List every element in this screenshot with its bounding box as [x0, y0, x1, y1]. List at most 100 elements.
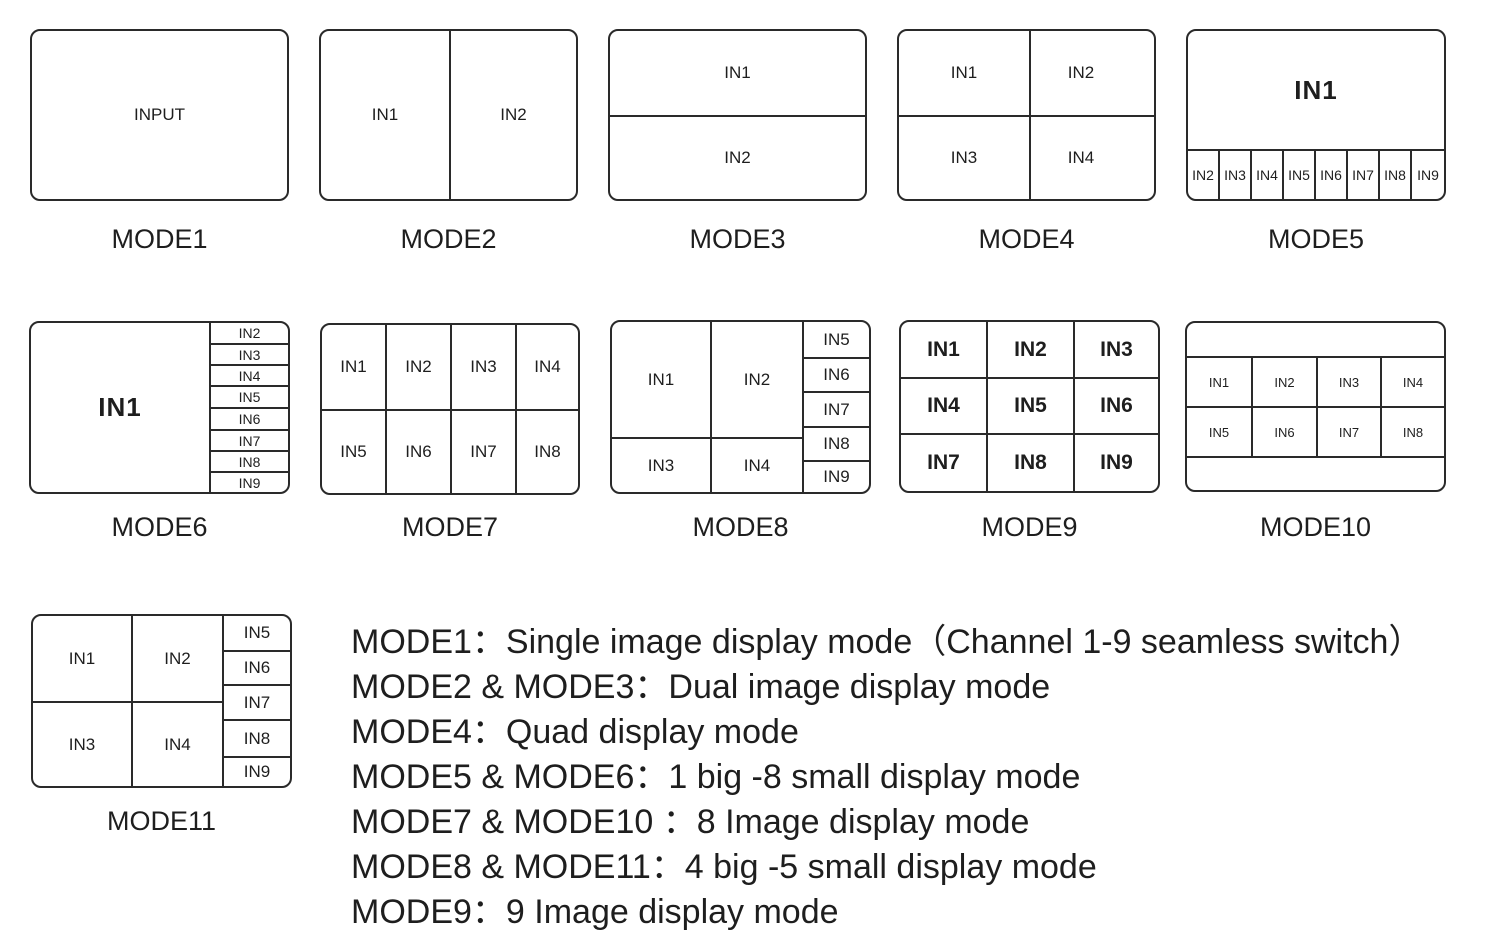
divider	[1251, 356, 1253, 458]
divider	[802, 322, 804, 492]
divider	[610, 115, 865, 117]
mode4-caption: MODE4	[978, 224, 1075, 254]
divider	[710, 322, 712, 492]
mode2-screen: IN1 IN2	[319, 29, 578, 201]
cell-in2: IN2	[743, 369, 771, 389]
cell-in1: IN1	[1208, 374, 1230, 390]
divider	[222, 650, 290, 652]
divider	[222, 684, 290, 686]
cell-in1: IN1	[647, 369, 675, 389]
cell-in7: IN7	[243, 692, 271, 712]
mode2-caption: MODE2	[400, 224, 497, 254]
cell-in4: IN4	[1067, 148, 1095, 167]
cell-in2: IN2	[405, 357, 432, 376]
cell-in9: IN9	[823, 467, 850, 486]
cell-in1: IN1	[371, 105, 399, 124]
mode11-caption: MODE11	[106, 806, 217, 836]
mode10-caption: MODE10	[1259, 512, 1372, 542]
divider	[449, 31, 451, 199]
mode1-caption: MODE1	[111, 224, 208, 254]
cell-in4: IN4	[238, 367, 261, 384]
cell-in9: IN9	[1100, 451, 1133, 474]
mode3-screen: IN1 IN2	[608, 29, 867, 201]
cell-in5: IN5	[238, 389, 261, 405]
divider	[802, 426, 869, 428]
divider	[802, 460, 869, 462]
divider	[222, 719, 290, 721]
cell-in2: IN2	[1067, 63, 1095, 82]
cell-in3: IN3	[68, 734, 96, 754]
cell-in6: IN6	[1274, 424, 1295, 440]
cell-in6: IN6	[243, 658, 271, 677]
mode10-screen: IN1 IN2 IN3 IN4 IN5 IN6 IN7 IN8	[1185, 321, 1446, 492]
cell-in5: IN5	[1208, 424, 1230, 440]
cell-in4: IN4	[534, 357, 561, 376]
cell-in2: IN2	[724, 148, 751, 167]
cell-in8: IN8	[1402, 424, 1424, 440]
cell-in3: IN3	[647, 455, 675, 475]
description-line: MODE4：Quad display mode	[351, 713, 799, 751]
mode9-caption: MODE9	[981, 512, 1078, 542]
cell-in1: IN1	[724, 63, 751, 82]
divider	[1073, 322, 1075, 491]
cell-in2: IN2	[1274, 374, 1295, 390]
mode7-screen: IN1 IN2 IN3 IN4 IN5 IN6 IN7 IN8	[320, 323, 580, 495]
cell-in1: IN1	[1294, 74, 1338, 105]
cell-in4: IN4	[164, 734, 191, 754]
cell-in2: IN2	[238, 325, 261, 341]
cell-in4: IN4	[1256, 167, 1278, 183]
cell-in7: IN7	[470, 442, 497, 461]
cell-in8: IN8	[1014, 451, 1047, 474]
description-line: MODE9：9 Image display mode	[351, 893, 839, 931]
divider	[899, 115, 1154, 117]
description-line: MODE7 & MODE10 ：8 Image display mode	[351, 803, 1030, 841]
divider	[209, 407, 288, 409]
divider	[802, 391, 869, 393]
divider	[1282, 149, 1284, 199]
divider	[802, 357, 869, 359]
cell-in2: IN2	[500, 105, 527, 124]
mode1-screen: INPUT	[30, 29, 289, 201]
description-line: MODE1：Single image display mode（Channel …	[351, 623, 1423, 661]
cell-in1: IN1	[927, 337, 960, 361]
mode8-screen: IN1 IN2 IN3 IN4 IN5 IN6 IN7 IN8 IN9	[610, 320, 871, 494]
cell-in7: IN7	[1338, 424, 1360, 440]
description-line: MODE2 & MODE3：Dual image display mode	[351, 668, 1051, 706]
divider	[209, 429, 288, 431]
cell-in2: IN2	[164, 648, 191, 668]
cell-in9: IN9	[243, 762, 271, 781]
cell-in1: IN1	[68, 648, 96, 668]
cell-input: INPUT	[134, 105, 185, 124]
description-line: MODE8 & MODE11：4 big -5 small display mo…	[351, 848, 1097, 886]
mode11-screen: IN1 IN2 IN3 IN4 IN5 IN6 IN7 IN8 IN9	[31, 614, 292, 788]
cell-in1: IN1	[98, 392, 142, 422]
cell-in6: IN6	[1100, 394, 1133, 417]
cell-in8: IN8	[1384, 167, 1406, 183]
divider	[901, 433, 1158, 435]
cell-in8: IN8	[238, 453, 261, 470]
cell-in3: IN3	[1338, 374, 1360, 390]
cell-in7: IN7	[238, 432, 261, 449]
divider	[612, 437, 802, 439]
divider	[222, 616, 224, 786]
cell-in1: IN1	[340, 357, 367, 376]
divider	[1218, 149, 1220, 199]
divider	[209, 385, 288, 387]
cell-in9: IN9	[238, 474, 261, 491]
cell-in7: IN7	[823, 399, 850, 419]
cell-in4: IN4	[1402, 374, 1424, 390]
mode7-caption: MODE7	[401, 512, 499, 542]
cell-in3: IN3	[1224, 167, 1246, 183]
mode5-screen: IN1 IN2 IN3 IN4 IN5 IN6 IN7 IN8 IN9	[1186, 29, 1446, 201]
cell-in4: IN4	[927, 394, 960, 417]
divider	[209, 471, 288, 473]
cell-in4: IN4	[743, 455, 771, 475]
divider	[1187, 356, 1444, 358]
divider	[1346, 149, 1348, 199]
divider	[209, 343, 288, 345]
divider	[1250, 149, 1252, 199]
divider	[209, 450, 288, 452]
cell-in2: IN2	[1014, 337, 1047, 361]
mode8-caption: MODE8	[692, 512, 789, 542]
cell-in5: IN5	[823, 329, 850, 349]
